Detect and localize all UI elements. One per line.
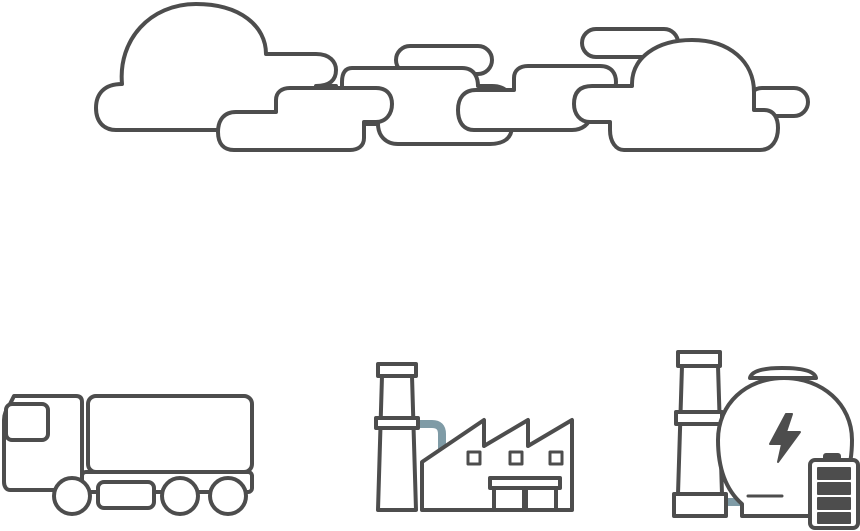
factory-pipe [414,420,446,450]
truck-fuel-tank [96,480,156,510]
cloud-large-right [572,38,780,152]
battery-cell-3 [817,497,851,510]
plant-chimney [676,364,724,496]
factory-window-1 [466,450,482,466]
factory-icon [374,362,574,512]
truck-icon [2,394,254,516]
cloud-cluster-icon [94,2,810,152]
factory-window-2 [508,450,524,466]
plant-chimney-cap [676,350,722,368]
truck-window [4,402,50,442]
truck-wheel-front [52,476,92,516]
lightning-bolt-icon [769,413,801,463]
power-plant-battery-icon [672,350,860,530]
factory-window-3 [548,450,564,466]
plant-chimney-base [672,492,728,518]
plant-tank-top [748,366,818,380]
battery-cell-4 [817,512,851,524]
plant-chimney-band [674,410,724,426]
truck-cargo-box [86,394,254,474]
battery-cell-1 [817,467,851,480]
factory-chimney-cap [376,362,418,378]
truck-wheel-rear-2 [208,476,248,516]
factory-door-left [492,486,526,512]
battery-cell-2 [817,482,851,495]
cloud-lower-left [216,86,394,152]
factory-door-right [524,486,558,512]
truck-wheel-rear-1 [160,476,200,516]
factory-chimney-band [374,416,420,430]
factory-chimney [376,374,418,512]
